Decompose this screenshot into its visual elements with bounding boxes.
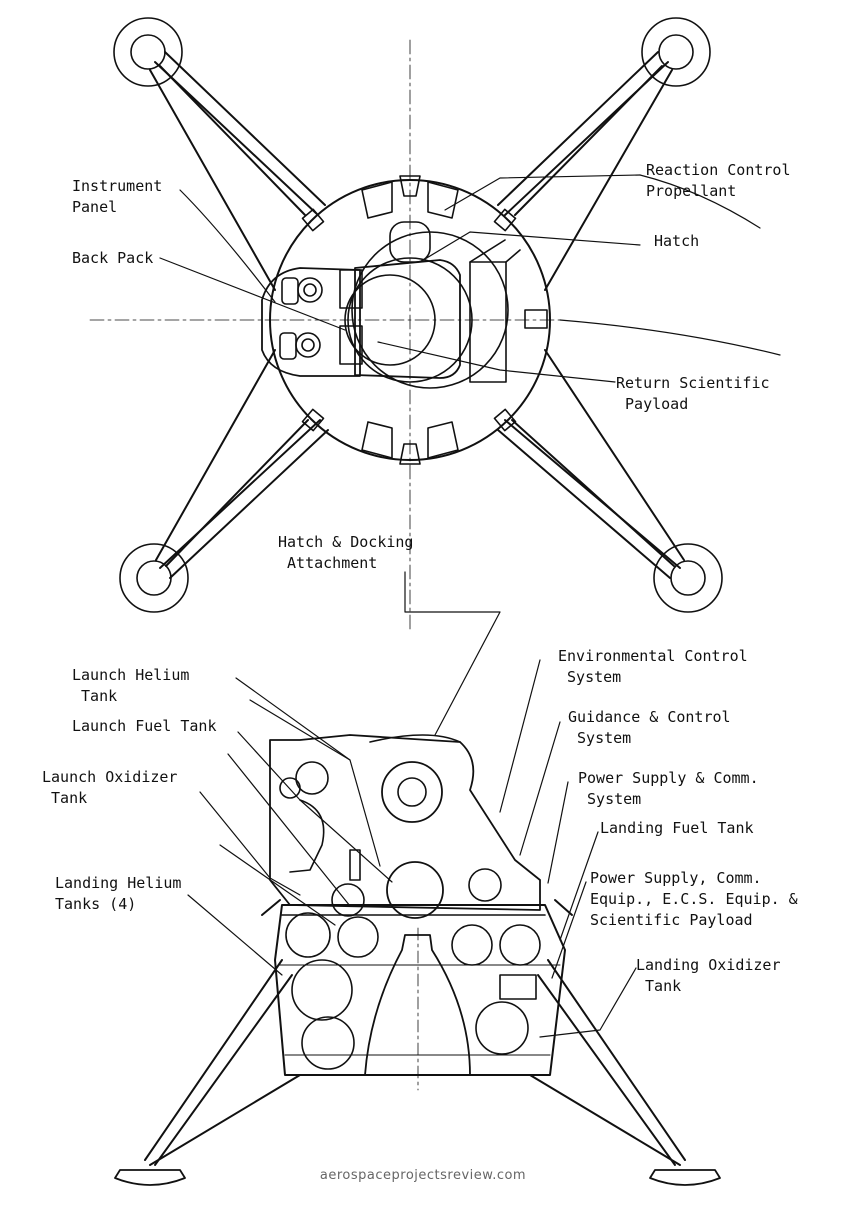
footpad-side-left (114, 1169, 186, 1186)
side-view (114, 571, 721, 1186)
label-back-pack: Back Pack (72, 249, 154, 267)
landing-legs-side-view (144, 899, 686, 1166)
landing-legs-top-view (149, 51, 685, 579)
astronaut-top-2 (279, 332, 321, 360)
label-launch-helium: Launch Helium Tank (72, 666, 190, 705)
watermark-credit: aerospaceprojectsreview.com (319, 1168, 527, 1183)
top-view (89, 17, 781, 631)
label-hatch: Hatch (654, 232, 700, 250)
label-instrument-panel: Instrument Panel (72, 177, 163, 216)
label-guidance: Guidance & Control System (568, 708, 731, 747)
footpad-side-right (649, 1169, 721, 1186)
astronaut-top-1 (281, 277, 323, 305)
label-launch-fuel: Launch Fuel Tank (72, 717, 217, 735)
ascent-stage (269, 734, 541, 911)
descent-stage-outline (269, 179, 551, 461)
label-landing-helium: Landing Helium Tanks (4) (55, 874, 182, 913)
label-hatch-docking: Hatch & Docking Attachment (278, 533, 414, 572)
descent-stage (274, 904, 566, 1076)
leader-lines-side (187, 659, 637, 1038)
label-landing-fuel: Landing Fuel Tank (600, 819, 754, 837)
label-power-equip: Power Supply, Comm. Equip., E.C.S. Equip… (590, 869, 798, 929)
label-power-comm: Power Supply & Comm. System (578, 769, 759, 808)
footpad-top-left (113, 17, 183, 87)
label-launch-oxidizer: Launch Oxidizer Tank (42, 768, 178, 807)
leader-lines-top (159, 174, 781, 383)
descent-engine (364, 934, 471, 1076)
label-reaction-control: Reaction Control Propellant (646, 161, 791, 200)
label-return-payload: Return Scientific Payload (616, 374, 770, 413)
label-landing-oxidizer: Landing Oxidizer Tank (636, 956, 781, 995)
label-env-control: Environmental Control System (558, 647, 748, 686)
